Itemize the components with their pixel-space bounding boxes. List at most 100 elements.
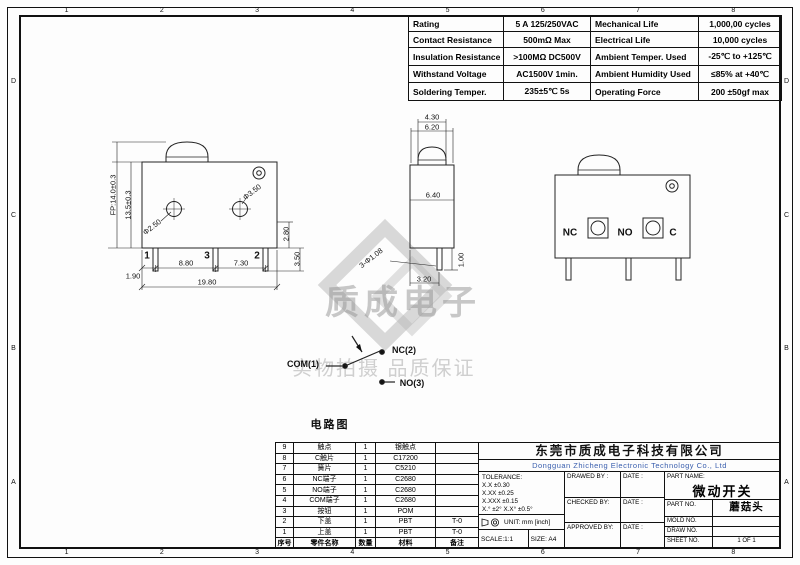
sheet-no-row: SHEET NO. 1 OF 1 bbox=[665, 537, 780, 548]
drawed-date-label: DATE : bbox=[623, 473, 643, 480]
bom-header-cell: 备注 bbox=[435, 537, 479, 549]
bom-cell: NC端子 bbox=[293, 473, 356, 486]
bom-cell: 触点 bbox=[293, 442, 356, 454]
bom-cell bbox=[435, 505, 479, 518]
part-no-label: PART NO. bbox=[665, 500, 713, 516]
bom-cell: 1 bbox=[275, 526, 294, 539]
bom-cell: 1 bbox=[355, 473, 376, 486]
tolerance-line3: X.XXX ±0.15 bbox=[482, 498, 519, 505]
zone-label: 6 bbox=[540, 549, 545, 556]
draw-no-value bbox=[713, 527, 780, 536]
front-view bbox=[108, 141, 304, 291]
zone-label: C bbox=[10, 211, 17, 219]
bom-cell: POM bbox=[375, 505, 436, 518]
part-name-value: 微动开关 bbox=[692, 484, 753, 499]
bom-cell: C2680 bbox=[375, 484, 436, 496]
zone-label: B bbox=[784, 345, 789, 353]
part-no-value: 蘑菇头 bbox=[729, 501, 764, 513]
zone-label: 3 bbox=[255, 549, 260, 556]
part-name-label: PART NAME: bbox=[667, 473, 705, 480]
bom-cell: T-0 bbox=[435, 526, 479, 539]
bom-cell: C5210 bbox=[375, 463, 436, 475]
circuit-diagram bbox=[326, 335, 395, 385]
draw-no-row: DRAW NO. bbox=[665, 527, 780, 537]
bom-header-cell: 序号 bbox=[275, 537, 294, 549]
zone-label: 1 bbox=[64, 549, 69, 556]
zone-label: 2 bbox=[159, 7, 164, 14]
bom-cell: PBT bbox=[375, 526, 436, 539]
bom-header-cell: 材料 bbox=[375, 537, 436, 549]
bom-cell: 1 bbox=[355, 452, 376, 465]
bom-cell: 9 bbox=[275, 442, 294, 454]
bom-cell: C2680 bbox=[375, 473, 436, 486]
tolerance-line2: X.XX ±0.25 bbox=[482, 490, 514, 497]
bom-cell: 3 bbox=[275, 505, 294, 518]
bom-cell: 下盖 bbox=[293, 516, 356, 528]
zone-label: 4 bbox=[350, 549, 355, 556]
spec-value: 200 ±50gf max bbox=[698, 82, 782, 101]
mold-no-label: MOLD NO. bbox=[665, 517, 713, 526]
unit-label: UNIT: mm [inch] bbox=[504, 518, 551, 526]
bom-cell: C17200 bbox=[375, 452, 436, 465]
drawed-row: DRAWED BY : DATE : bbox=[565, 472, 664, 498]
approved-date-label: DATE : bbox=[623, 524, 643, 532]
scale-label: SCALE:1:1 bbox=[479, 530, 529, 548]
company-name-en: Dongguan Zhicheng Electronic Technology … bbox=[479, 460, 780, 472]
bom-cell: 2 bbox=[275, 516, 294, 528]
bom-cell: 1 bbox=[355, 526, 376, 539]
bom-cell bbox=[435, 452, 479, 465]
bom-cell: 1 bbox=[355, 516, 376, 528]
size-label: SIZE: A4 bbox=[530, 535, 557, 543]
unit-row: UNIT: mm [inch] bbox=[479, 515, 564, 530]
bom-cell: 1 bbox=[355, 484, 376, 496]
bom-cell: PBT bbox=[375, 516, 436, 528]
part-no-row: PART NO. 蘑菇头 bbox=[665, 500, 780, 517]
bom-cell: 7 bbox=[275, 463, 294, 475]
tolerance-line1: X.X ±0.30 bbox=[482, 482, 510, 489]
bom-cell: 银触点 bbox=[375, 442, 436, 454]
checked-by-label: CHECKED BY: bbox=[565, 497, 621, 523]
tolerance-line4: X.° ±2° X.X° ±0.5° bbox=[482, 506, 533, 513]
bom-cell: 1 bbox=[355, 463, 376, 475]
bom-cell: 6 bbox=[275, 473, 294, 486]
tolerance-title: TOLERANCE: bbox=[482, 474, 523, 481]
zone-left: D C B A bbox=[8, 15, 19, 549]
bom-cell: 1 bbox=[355, 494, 376, 507]
projection-symbol-icon bbox=[481, 517, 499, 527]
scale-row: SCALE:1:1 SIZE: A4 bbox=[479, 530, 564, 548]
bom-cell: 簧片 bbox=[293, 463, 356, 475]
bom-cell: 4 bbox=[275, 494, 294, 507]
outer-border bbox=[7, 7, 793, 558]
zone-label: C bbox=[783, 211, 790, 219]
zone-label: A bbox=[784, 478, 789, 486]
bom-cell: T-0 bbox=[435, 516, 479, 528]
zone-label: D bbox=[10, 78, 17, 86]
bom-cell: 1 bbox=[355, 442, 376, 454]
approved-row: APPROVED BY: DATE : bbox=[565, 523, 664, 549]
zone-label: B bbox=[11, 345, 16, 353]
drawed-by-label: DRAWED BY : bbox=[565, 472, 621, 497]
bom-cell: COM端子 bbox=[293, 494, 356, 507]
bom-header-cell: 数量 bbox=[355, 537, 376, 549]
checked-row: CHECKED BY: DATE : bbox=[565, 497, 664, 524]
zone-label: 8 bbox=[731, 549, 736, 556]
zone-label: 7 bbox=[636, 7, 641, 14]
bom-header-cell: 零件名称 bbox=[293, 537, 356, 549]
sheet-no-label: SHEET NO. bbox=[665, 537, 713, 548]
zone-label: A bbox=[11, 478, 16, 486]
part-name-row: PART NAME: 微动开关 bbox=[665, 472, 780, 500]
bom-cell: NO端子 bbox=[293, 484, 356, 496]
title-block: 东莞市质成电子科技有限公司 Dongguan Zhicheng Electron… bbox=[478, 442, 781, 549]
